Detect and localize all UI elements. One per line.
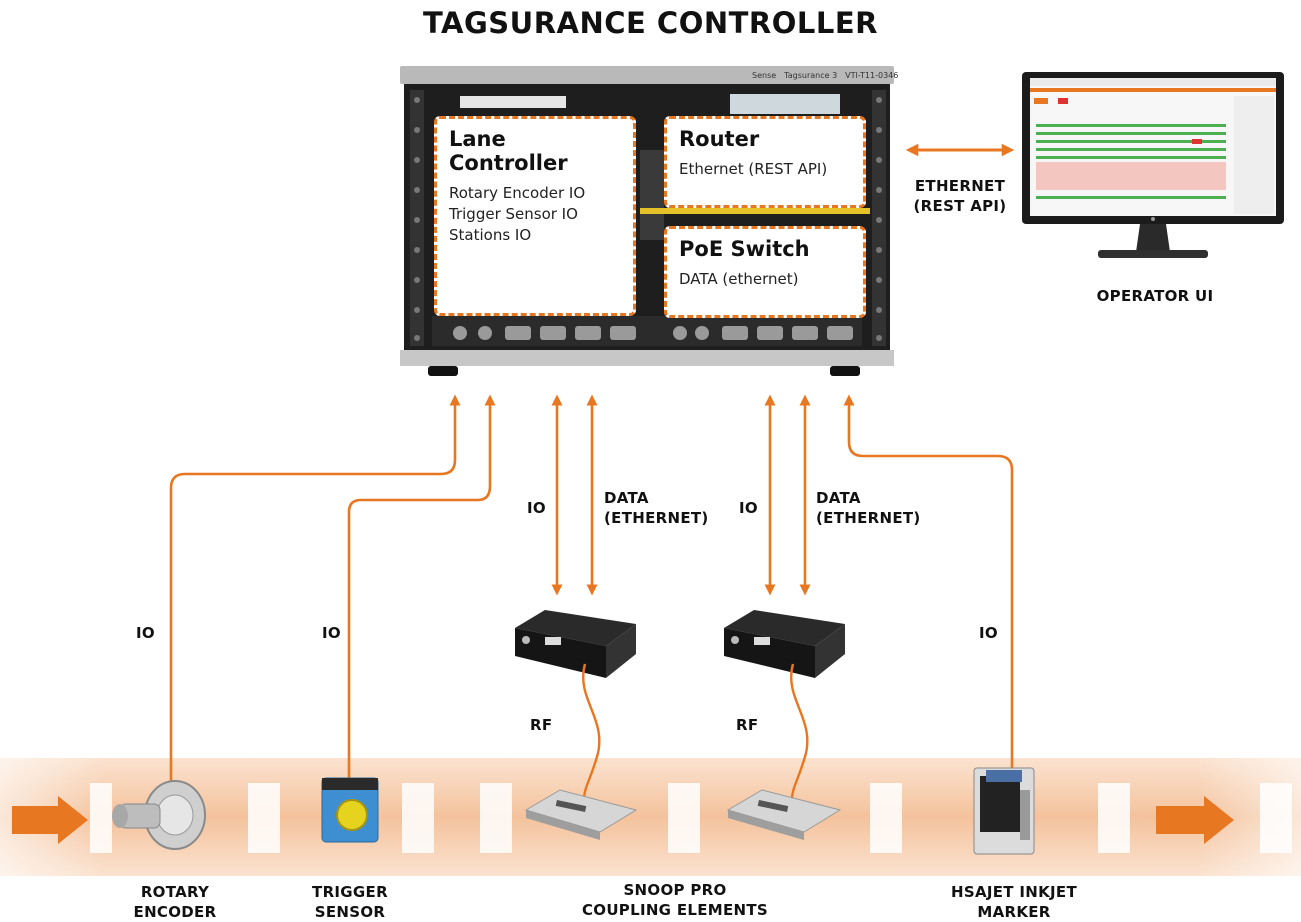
rf-cable-2 (790, 663, 809, 803)
device-label-line: HSAJET INKJET (951, 883, 1077, 901)
rotary-encoder-device (112, 780, 206, 850)
rotary-encoder-label: ROTARY ENCODER (110, 882, 240, 922)
device-label-line: ENCODER (133, 903, 217, 921)
io-label-snoop2: IO (739, 499, 758, 517)
snoop-reader-2 (724, 610, 845, 678)
device-label-line: SNOOP PRO (623, 881, 727, 899)
device-label-line: MARKER (977, 903, 1051, 921)
belt-output-arrow (1156, 796, 1234, 844)
device-label-line: COUPLING ELEMENTS (581, 901, 769, 919)
ethernet-link-label-line: (REST API) (913, 197, 1007, 215)
data-label-line: DATA (816, 489, 861, 507)
marker-label: HSAJET INKJET MARKER (924, 882, 1104, 922)
snoop-reader-1 (515, 610, 636, 678)
rf-label-1: RF (530, 716, 553, 734)
rf-label-2: RF (736, 716, 759, 734)
rack-strip-item: Tagsurance 3 (784, 71, 838, 80)
poe-switch-box: PoE Switch DATA (ethernet) (664, 226, 866, 318)
lane-controller-heading: Lane Controller (449, 127, 568, 175)
device-label-line: SENSOR (314, 903, 386, 921)
data-label-line: DATA (604, 489, 649, 507)
device-label-line: TRIGGER (312, 883, 388, 901)
lane-controller-line: Trigger Sensor IO (449, 205, 578, 223)
ethernet-link-label: ETHERNET (REST API) (898, 176, 1022, 216)
data-label-line: (ETHERNET) (604, 509, 709, 527)
lane-controller-line: Rotary Encoder IO (449, 184, 586, 202)
diagram-title: TAGSURANCE CONTROLLER (422, 6, 878, 40)
ethernet-link-label-line: ETHERNET (914, 177, 1006, 195)
lane-controller-line: Stations IO (449, 226, 532, 244)
poe-switch-heading: PoE Switch (679, 237, 810, 261)
data-label-snoop2: DATA (ETHERNET) (816, 488, 921, 528)
inkjet-marker-device (973, 767, 1035, 855)
belt-input-arrow (12, 796, 88, 844)
rotary-encoder-link (169, 394, 461, 784)
io-label-marker: IO (979, 624, 998, 642)
marker-link (843, 394, 1014, 774)
io-label-trigger: IO (322, 624, 341, 642)
conveyor-belt (0, 758, 1301, 876)
snoop-pro-label: SNOOP PRO COUPLING ELEMENTS (560, 880, 790, 920)
io-label-snoop1: IO (527, 499, 546, 517)
router-box: Router Ethernet (REST API) (664, 116, 866, 208)
io-label-rotary: IO (136, 624, 155, 642)
trigger-sensor-label: TRIGGER SENSOR (290, 882, 410, 922)
operator-ui-label: OPERATOR UI (1096, 287, 1214, 305)
coupling-element-2 (726, 789, 842, 840)
coupling-element-1 (524, 789, 638, 840)
data-label-line: (ETHERNET) (816, 509, 921, 527)
device-label-line: ROTARY (140, 883, 210, 901)
rack-strip-item: VTI-T11-0346 (845, 71, 899, 80)
lane-controller-box: Lane Controller Rotary Encoder IO Trigge… (434, 116, 636, 316)
trigger-sensor-link (347, 394, 496, 794)
router-heading: Router (679, 127, 760, 151)
rack-strip: Sense Tagsurance 3 VTI-T11-0346 (752, 68, 898, 83)
operator-monitor (1022, 72, 1284, 258)
router-line: Ethernet (REST API) (679, 160, 828, 178)
rack-strip-item: Sense (752, 71, 777, 80)
poe-switch-line: DATA (ethernet) (679, 270, 799, 288)
rf-cable-1 (582, 663, 601, 803)
data-label-snoop1: DATA (ETHERNET) (604, 488, 709, 528)
trigger-sensor-device (321, 777, 379, 843)
